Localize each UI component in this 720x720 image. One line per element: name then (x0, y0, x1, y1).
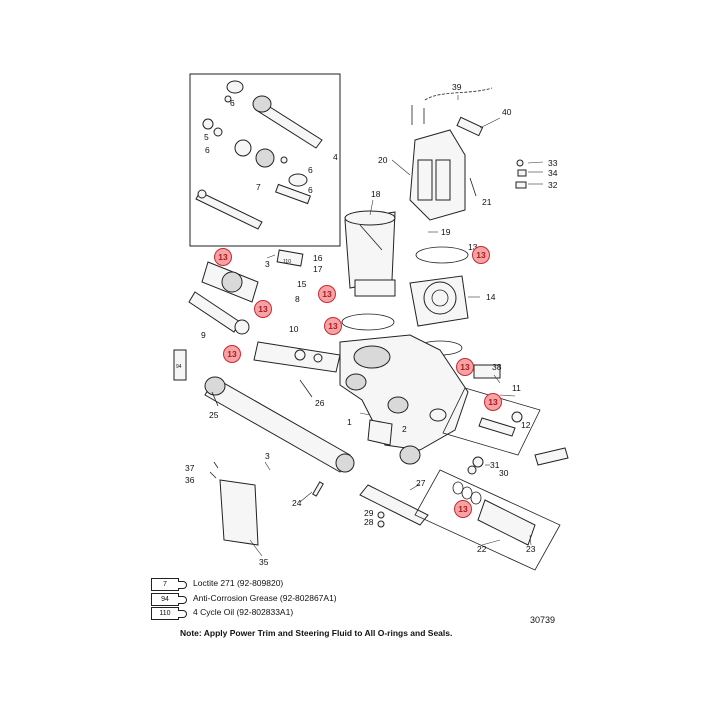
grease-tube-icon: 94 (151, 593, 187, 606)
part-label: 5 (204, 132, 209, 142)
part-label: 35 (259, 557, 269, 567)
part-label: 19 (441, 227, 451, 237)
part-label: 12 (521, 420, 531, 430)
legend-symbol: 94 (161, 596, 169, 603)
svg-text:13: 13 (476, 250, 486, 260)
oil-tube-icon: 110 (151, 607, 187, 620)
leader-lines (249, 95, 544, 557)
part-label: 40 (502, 107, 512, 117)
legend-symbol: 110 (159, 610, 171, 617)
part-label: 4 (333, 152, 338, 162)
part-label: 39 (452, 82, 462, 92)
part-label: 30 (499, 468, 509, 478)
assembly-note: Note: Apply Power Trim and Steering Flui… (180, 628, 453, 638)
svg-text:13: 13 (322, 289, 332, 299)
part-label: 20 (378, 155, 388, 165)
part-label: 11 (512, 383, 521, 393)
part-label: 36 (185, 475, 195, 485)
legend-item-grease: Anti-Corrosion Grease (92-802867A1) (193, 593, 337, 603)
part-label: 38 (492, 362, 502, 372)
part-label: 34 (548, 168, 558, 178)
rings-and-pump (341, 246, 469, 356)
right-side-parts (209, 364, 569, 571)
svg-text:13: 13 (258, 304, 268, 314)
main-housing (339, 334, 469, 465)
part-label: 29 (364, 508, 374, 518)
callout-13: 13 (454, 500, 472, 518)
part-label: 2 (402, 424, 407, 434)
legend-symbol: 7 (163, 581, 167, 588)
part-label: 23 (526, 544, 536, 554)
svg-text:13: 13 (218, 252, 228, 262)
part-label: 3 (265, 259, 270, 269)
callout-13: 13 (318, 285, 336, 303)
part-label: 37 (185, 463, 195, 473)
inset-parts (195, 80, 323, 230)
callout-13: 13 (223, 345, 241, 363)
part-label: 27 (416, 478, 426, 488)
callout-13: 13 (324, 317, 342, 335)
part-label: 6 (230, 98, 235, 108)
part-label: 6 (205, 145, 210, 155)
part-label: 28 (364, 517, 374, 527)
part-label: 13 (468, 242, 478, 252)
tube-label: 94 (176, 364, 182, 370)
part-label: 6 (308, 165, 313, 175)
callout-13: 13 (456, 358, 474, 376)
svg-text:13: 13 (460, 362, 470, 372)
part-label: 14 (486, 292, 496, 302)
part-label: 7 (256, 182, 261, 192)
part-label: 22 (477, 544, 487, 554)
part-label: 33 (548, 158, 558, 168)
part-label: 8 (295, 294, 300, 304)
part-label: 9 (201, 330, 206, 340)
part-label: 21 (482, 197, 492, 207)
part-number-labels: 39 40 33 34 32 20 21 4 6 5 6 7 6 6 18 19… (176, 82, 558, 567)
svg-text:13: 13 (488, 397, 498, 407)
part-label: 32 (548, 180, 558, 190)
part-label: 3 (265, 451, 270, 461)
upper-right-parts (409, 87, 527, 221)
inset-box (189, 73, 341, 247)
loctite-tube-icon: 7 (151, 578, 187, 591)
callout-13-group: 13 13 13 13 13 13 13 13 (214, 246, 502, 518)
part-label: 1 (347, 417, 352, 427)
part-label: 10 (289, 324, 299, 334)
tube-label: 110 (283, 259, 291, 265)
part-label: 24 (292, 498, 302, 508)
part-label: 25 (209, 410, 219, 420)
part-label: 16 (313, 253, 323, 263)
part-label: 17 (313, 264, 323, 274)
legend-item-oil: 4 Cycle Oil (92-802833A1) (193, 607, 294, 617)
part-label: 6 (308, 185, 313, 195)
callout-13: 13 (472, 246, 490, 264)
callout-13: 13 (484, 393, 502, 411)
reservoir (344, 210, 396, 297)
svg-text:13: 13 (227, 349, 237, 359)
legend-item-loctite: Loctite 271 (92-809820) (193, 578, 284, 588)
part-label: 26 (315, 398, 325, 408)
svg-text:13: 13 (458, 504, 468, 514)
left-cylinder-group (173, 249, 355, 473)
callout-13: 13 (254, 300, 272, 318)
callout-13: 13 (214, 248, 232, 266)
part-label: 31 (490, 460, 500, 470)
drawing-number: 30739 (530, 615, 556, 625)
part-label: 18 (371, 189, 381, 199)
svg-text:13: 13 (328, 321, 338, 331)
part-label: 15 (297, 279, 307, 289)
